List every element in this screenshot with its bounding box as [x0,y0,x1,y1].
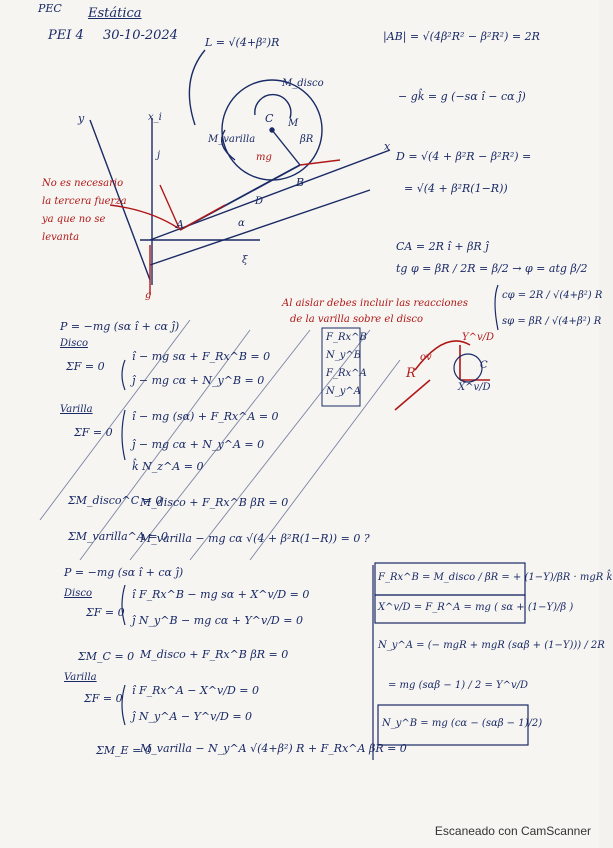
disco-heading-1: Disco [60,338,88,349]
moment-disco-2: ΣM_C = 0 [78,650,135,663]
cos-phi: cφ = 2R / √(4+β²) R [502,290,603,301]
note-line-2: la tercera fuerza [42,196,127,207]
result-nyb: N_y^B = mg (cα − (sαβ − 1)/2) [382,718,543,729]
side-force-2: N_y^B [326,350,362,361]
x-axis-label: x [384,140,391,153]
scanner-watermark: Escaneado con CamScanner [434,824,591,838]
weight-vector-2: P = −mg (sα î + cα ĵ) [64,566,184,579]
result-nya: N_y^A = (− mgR + mgR (sαβ + (1−Y))) / 2R [378,640,605,651]
result-frxb: F_Rx^B = M_disco / βR = + (1−Y)/βR · mgR… [378,572,613,583]
note-line-4: levanta [42,232,80,243]
point-c-label: C [265,112,274,125]
small-ov-label: ov [420,352,432,363]
small-y-label: Y^v/D [462,332,495,343]
varilla-heading-1: Varilla [60,404,93,415]
xi-axis-label: x_i [148,112,162,123]
y-axis-label: y [78,112,85,125]
moment-e-eq: M_varilla − N_y^A √(4+β²) R + F_Rx^A βR … [140,742,407,755]
sum-forces-1: ΣF = 0 [66,360,105,373]
sum-forces-3: ΣF = 0 [86,606,125,619]
mg-label: mg [256,152,272,163]
point-a-label: A [176,218,184,231]
point-b-label: B [296,176,305,189]
tan-phi: tg φ = βR / 2R = β/2 → φ = atg β/2 [396,262,588,275]
result-xvd: X^v/D = F_R^A = mg ( sα + (1−Y)/β ) [378,602,574,613]
red-note-2: de la varilla sobre el disco [290,314,424,325]
disco-heading-2: Disco [64,588,92,599]
side-force-4: N_y^A [326,386,361,397]
ca-vector: CA = 2R î + βR ĵ [396,240,489,253]
weight-vector-1: P = −mg (sα î + cα ĵ) [60,320,180,333]
alpha-label: α [238,218,245,229]
length-label: L = √(4+β²)R [205,36,280,49]
exam-date: 30-10-2024 [103,28,178,43]
sum-forces-2: ΣF = 0 [74,426,113,439]
d-length-1: D = √(4 + β²R − β²R²) = [396,150,532,163]
side-force-1: F_Rx^B [326,332,367,343]
mechanics-diagram [39,49,529,760]
xi-ground-label: ξ [242,255,248,266]
gravity-label: g [145,290,152,301]
disc [221,79,323,181]
varilla2-eq-i: î F_Rx^A − X^v/D = 0 [132,684,259,697]
sum-forces-4: ΣF = 0 [84,692,123,705]
varilla-eq-k: k̂ N_z^A = 0 [132,460,204,473]
course-label: PEC [38,2,62,15]
varilla2-eq-j: ĵ N_y^A − Y^v/D = 0 [132,710,253,723]
moment-disco-eq-2: M_disco + F_Rx^B βR = 0 [140,648,289,661]
disco2-eq-i: î F_Rx^B − mg sα + X^v/D = 0 [132,588,310,601]
moment-disco-eq-1: M_disco + F_Rx^B βR = 0 [140,496,289,509]
m-disco-label: M_disco [282,78,324,89]
gravity-decomp: − gk̂ = g (−sα î − cα ĵ) [398,90,526,103]
exam-label: PEI 4 [48,28,84,43]
disco-eq-i: î − mg sα + F_Rx^B = 0 [132,350,271,363]
j-label: j [157,150,161,161]
d-length-2: = √(4 + β²R(1−R)) [404,182,508,195]
red-note-1: Al aislar debes incluir las reacciones [282,298,469,309]
disco2-eq-j: ĵ N_y^B − mg cα + Y^v/D = 0 [132,614,303,627]
beta-r-label: βR [300,134,314,145]
small-x-label: X^v/D [458,382,491,393]
varilla-eq-i: î − mg (sα) + F_Rx^A = 0 [132,410,279,423]
varilla-heading-2: Varilla [64,672,97,683]
subject-title: Estática [88,6,142,21]
moment-e: ΣM_E = 0 [96,744,152,757]
moment-varilla-1: ΣM_varilla^A = 0 [68,530,169,543]
m-varilla-label: M_varilla [208,134,256,145]
point-d-label: D [255,196,264,207]
point-m-label: M [288,118,299,129]
scanned-page: PEC Estática PEI 4 30-10-2024 L = √(4+β²… [38,2,613,760]
small-r-label: R [406,366,416,381]
ground [149,189,371,266]
note-line-3: ya que no se [42,214,106,225]
disco-eq-j: ĵ − mg cα + N_y^B = 0 [132,374,265,387]
note-line-1: No es necesario [42,178,124,189]
moment-varilla-eq-1: M_varilla − mg cα √(4 + β²R(1−R)) = 0 ? [140,532,370,545]
ab-length: |AB| = √(4β²R² − β²R²) = 2R [383,30,540,43]
result-yvd: = mg (sαβ − 1) / 2 = Y^v/D [388,680,529,691]
y-axis [89,119,151,281]
varilla-eq-j: ĵ − mg cα + N_y^A = 0 [132,438,265,451]
moment-disco-1: ΣM_disco^C = 0 [68,494,163,507]
small-c-label: C [480,360,488,371]
side-force-3: F_Rx^A [326,368,367,379]
sin-phi: sφ = βR / √(4+β²) R [502,316,602,327]
